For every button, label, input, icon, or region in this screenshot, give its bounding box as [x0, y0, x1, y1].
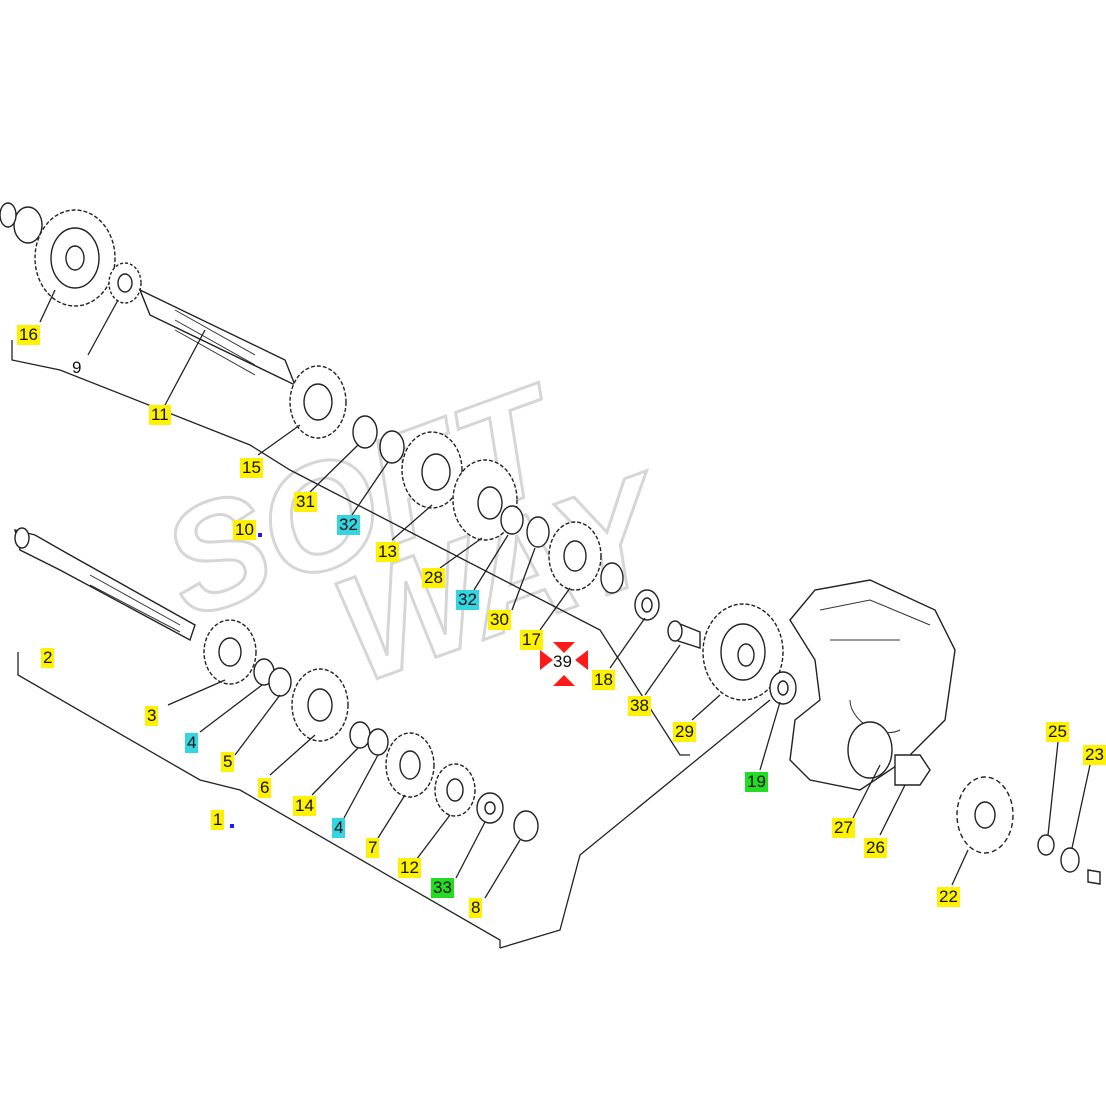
part-label-14[interactable]: 14: [293, 796, 316, 816]
washer-23: [1060, 847, 1080, 873]
part-label-29[interactable]: 29: [673, 722, 696, 742]
upper-shaft-assembly: [0, 202, 797, 705]
part-label-1[interactable]: 1: [211, 810, 225, 830]
washer-left: [13, 206, 43, 244]
part-label-23[interactable]: 23: [1083, 745, 1106, 765]
circlip-32: [379, 430, 405, 464]
part-label-3[interactable]: 3: [145, 706, 159, 726]
bracket-mainshaft: [17, 652, 501, 948]
shaft-2: [14, 529, 196, 642]
leader-19: [499, 699, 771, 949]
marker-dot-10: [258, 533, 262, 537]
part-label-10[interactable]: 10: [233, 520, 256, 540]
part-label-17[interactable]: 17: [520, 630, 543, 650]
part-label-38[interactable]: 38: [628, 696, 651, 716]
washer-5: [268, 667, 292, 697]
part-label-12[interactable]: 12: [398, 858, 421, 878]
part-label-28[interactable]: 28: [422, 568, 445, 588]
part-label-13[interactable]: 13: [376, 542, 399, 562]
part-label-18[interactable]: 18: [592, 670, 615, 690]
circlip-32b: [526, 516, 550, 548]
part-label-15[interactable]: 15: [240, 458, 263, 478]
part-label-5[interactable]: 5: [221, 752, 235, 772]
circlip-14: [349, 721, 371, 749]
part-label-9[interactable]: 9: [72, 358, 82, 377]
part-label-32[interactable]: 32: [337, 515, 360, 535]
crankcase-assembly: [789, 579, 1101, 885]
part-label-4[interactable]: 4: [185, 733, 199, 753]
part-label-27[interactable]: 27: [832, 818, 855, 838]
watermark: SOFT WAY: [140, 350, 695, 716]
part-label-30[interactable]: 30: [488, 610, 511, 630]
shaft-11: [138, 288, 297, 387]
part-label-7[interactable]: 7: [366, 838, 380, 858]
circlip-31: [352, 415, 378, 449]
part-label-16[interactable]: 16: [17, 325, 40, 345]
part-label-6[interactable]: 6: [258, 778, 272, 798]
part-label-25[interactable]: 25: [1046, 722, 1069, 742]
part-label-4-second[interactable]: 4: [332, 818, 346, 838]
circlip-4b: [367, 728, 389, 756]
circlip-8: [513, 810, 539, 842]
part-label-8[interactable]: 8: [469, 898, 483, 918]
part-label-32-second[interactable]: 32: [456, 590, 479, 610]
part-label-2[interactable]: 2: [41, 648, 55, 668]
washer-25: [1037, 834, 1055, 856]
marker-39-arrows: [540, 642, 588, 686]
bearing-26: [894, 754, 931, 786]
lower-shaft-assembly: [14, 527, 539, 842]
bush-30: [500, 505, 524, 535]
part-label-33[interactable]: 33: [431, 878, 454, 898]
part-label-39[interactable]: 39: [553, 652, 572, 671]
marker-dot-1: [230, 824, 234, 828]
leader-lines: [39, 289, 1091, 899]
part-label-19[interactable]: 19: [745, 772, 768, 792]
circlip-39: [600, 562, 624, 594]
crankcase: [789, 579, 956, 791]
part-label-26[interactable]: 26: [864, 838, 887, 858]
bracket-countershaft: [11, 340, 690, 756]
part-label-22[interactable]: 22: [937, 887, 960, 907]
part-label-31[interactable]: 31: [294, 492, 317, 512]
part-label-11[interactable]: 11: [149, 405, 171, 425]
